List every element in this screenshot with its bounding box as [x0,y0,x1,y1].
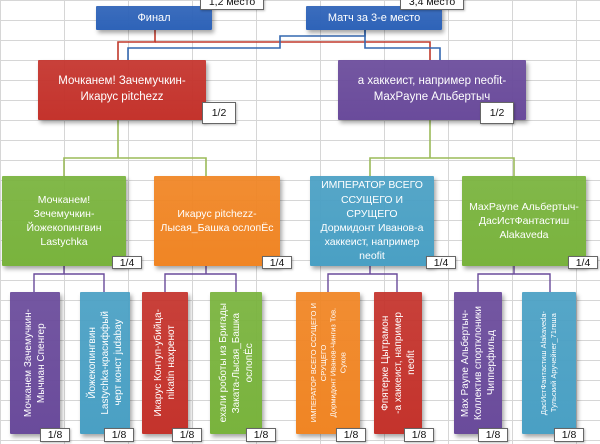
connector-third-place [127,30,366,60]
quarterfinal-label: MaxPayne Альбертыч- ДасИстФантастиш Alak… [469,200,579,242]
semifinal-label: Мочканем! Зачемучкин- Икарус pitchezz [58,75,186,103]
eighthfinal-label: Фпятерке Цытрамон -а хаккеист, например … [379,312,417,414]
quarterfinal-node: MaxPayne Альбертыч- ДасИстФантастиш Alak… [462,176,586,266]
final-node: Финал [96,6,212,30]
final-place-tag: 1,2 место [200,0,264,10]
quarterfinal-label: Икарус pitchezz- Лысая_Башка ослопЁс [160,207,274,234]
eighthfinal-label: Мочканем Зачемучкин- Мычман Спенгер [23,308,47,418]
quarterfinal-node: Икарус pitchezz- Лысая_Башка ослопЁс [154,176,280,266]
third-place-tag: 3,4 место [400,0,464,10]
connector-quarter [63,157,207,176]
eighthfinal-tag: 1/8 [104,428,134,442]
eighthfinal-tag: 1/8 [40,428,70,442]
eighthfinal-node: Фпятерке Цытрамон -а хаккеист, например … [374,292,422,434]
quarterfinal-tag: 1/4 [262,256,292,269]
eighthfinal-label: Max Payne Альбертыч- Коллектив спортклон… [459,305,497,421]
eighthfinal-label: ДасИстФантастиш Alakaveda- Тульский Аруч… [539,310,558,416]
quarterfinal-tag: 1/4 [112,256,142,269]
semifinal-node: Мочканем! Зачемучкин- Икарус pitchezz [38,60,206,120]
eighthfinal-node: Max Payne Альбертыч- Коллектив спортклон… [454,292,502,434]
eighthfinal-node: Йожекопингвин Lastychka-красиффый черт к… [80,292,130,434]
connector-eighth [477,273,551,292]
eighthfinal-label: ехали роботы из Бригады Заката-Лысая_Баш… [217,303,255,423]
eighthfinal-node: ехали роботы из Бригады Заката-Лысая_Баш… [210,292,262,434]
semifinal-label: а хаккеист, например neofit- MaxPayne Ал… [357,75,507,103]
final-label: Финал [137,11,171,24]
eighthfinal-tag: 1/8 [246,428,276,442]
quarterfinal-node: Мочканем! Зечемучкин- Йожекопингвин Last… [2,176,126,266]
eighthfinal-node: ДасИстФантастиш Alakaveda- Тульский Аруч… [522,292,576,434]
eighthfinal-node: ИМПЕРАТОР ВСЕГО ССУЩЕГО И СРУЩЕГО Дормид… [296,292,360,434]
eighthfinal-label: Йожекопингвин Lastychka-красиффый черт к… [86,311,124,415]
semifinal-tag: 1/2 [202,102,236,124]
connector-eighth [327,273,398,292]
connector-eighth [33,273,105,292]
third-place-node: Матч за 3-е место [306,6,442,30]
third-place-label: Матч за 3-е место [327,11,421,24]
connector-eighth [164,273,237,292]
quarterfinal-label: ИМПЕРАТОР ВСЕГО ССУЩЕГО И СРУЩЕГО Дормид… [320,179,424,263]
connector-third-place [364,30,441,60]
quarterfinal-node: ИМПЕРАТОР ВСЕГО ССУЩЕГО И СРУЩЕГО Дормид… [310,176,434,266]
connector-quarter [369,157,515,176]
eighthfinal-label: ИМПЕРАТОР ВСЕГО ССУЩЕГО И СРУЩЕГО Дормид… [308,303,347,423]
quarterfinal-label: Мочканем! Зечемучкин- Йожекопингвин Last… [26,193,102,249]
semifinal-tag: 1/2 [480,102,514,124]
connector-final [117,30,156,60]
connector-final [155,41,431,60]
eighthfinal-node: Мочканем Зачемучкин- Мычман Спенгер [10,292,60,434]
eighthfinal-tag: 1/8 [554,428,584,442]
eighthfinal-tag: 1/8 [172,428,202,442]
eighthfinal-tag: 1/8 [336,428,366,442]
eighthfinal-tag: 1/8 [478,428,508,442]
eighthfinal-node: Икарус Контуп-убийца- nikatin нахренот [142,292,188,434]
quarterfinal-tag: 1/4 [568,256,598,269]
quarterfinal-tag: 1/4 [426,256,456,269]
eighthfinal-label: Икарус Контуп-убийца- nikatin нахренот [153,309,177,417]
eighthfinal-tag: 1/8 [404,428,434,442]
